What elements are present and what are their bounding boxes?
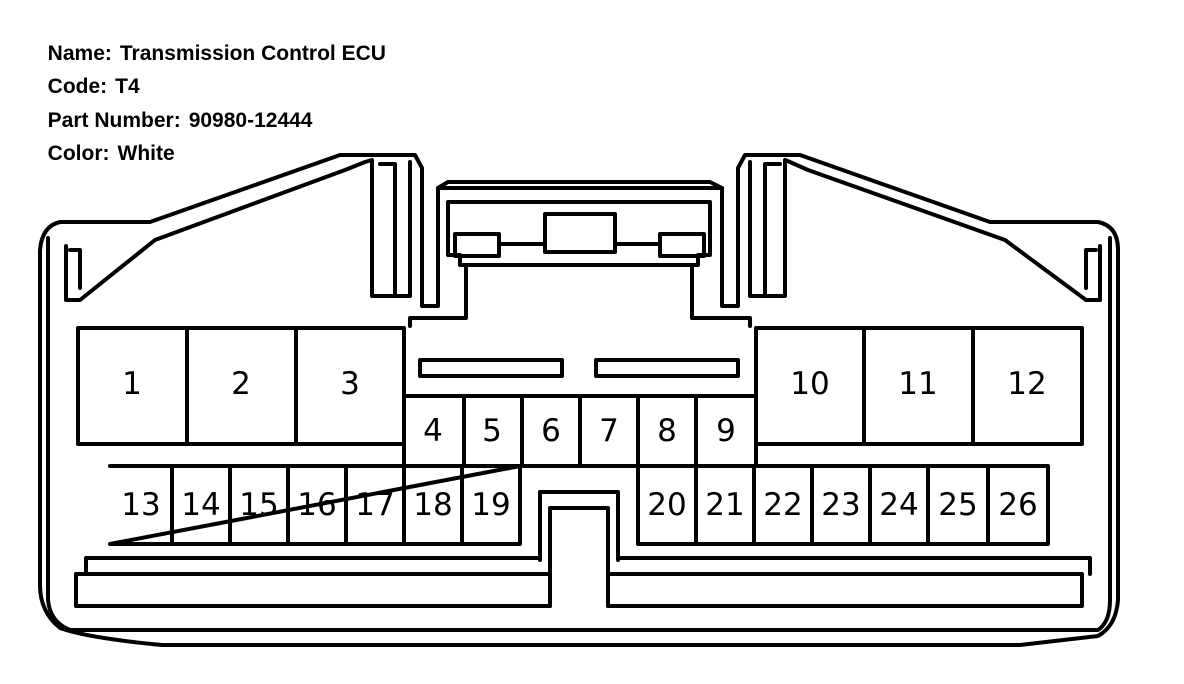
part-number-value: 90980-12444 <box>188 109 313 132</box>
lower-cavity-row-dividers <box>170 464 990 546</box>
code-value: T4 <box>115 75 140 98</box>
central-recess <box>408 266 752 328</box>
pin-label-2: 2 <box>231 366 251 402</box>
pin-label-14: 14 <box>181 487 220 523</box>
left-latch-inner <box>68 162 397 298</box>
top-lock-tab-left <box>453 232 501 258</box>
pin-label-17: 17 <box>355 487 394 523</box>
pin-label-11: 11 <box>898 366 937 402</box>
pin-label-23: 23 <box>821 487 860 523</box>
pin-label-22: 22 <box>763 487 802 523</box>
top-lock-tab-right <box>658 232 706 258</box>
connector-housing-inner <box>46 236 1112 632</box>
pin-label-8: 8 <box>657 413 677 449</box>
top-lock-tab-center <box>543 212 617 254</box>
pin-label-18: 18 <box>413 487 452 523</box>
left-latch <box>64 158 412 302</box>
small-cavity-row-upper-dividers <box>462 394 698 468</box>
pin-label-25: 25 <box>938 487 977 523</box>
pin-label-13: 13 <box>121 487 160 523</box>
color-value: White <box>117 142 175 165</box>
pin-label-16: 16 <box>297 487 336 523</box>
pin-label-20: 20 <box>647 487 686 523</box>
keying-slot-left <box>418 358 564 378</box>
large-cavity-dividers <box>185 326 975 446</box>
part-number-label: Part Number: <box>47 109 181 132</box>
center-key-slot <box>538 490 620 608</box>
pin-label-10: 10 <box>790 366 829 402</box>
lower-cavity-row <box>108 464 1050 546</box>
pin-label-3: 3 <box>340 366 360 402</box>
right-latch-inner <box>763 162 1098 298</box>
pin-label-15: 15 <box>239 487 278 523</box>
connector-code: Code: T4 <box>36 51 140 99</box>
color-label: Color: <box>47 142 110 165</box>
connector-housing-outline <box>38 153 1120 647</box>
pin-label-12: 12 <box>1007 366 1046 402</box>
connector-part-number: Part Number: 90980-12444 <box>36 85 313 133</box>
pin-label-26: 26 <box>998 487 1037 523</box>
keying-slot-right <box>594 358 740 378</box>
top-lock <box>436 180 724 267</box>
connector-color: Color: White <box>36 118 175 166</box>
pin-label-6: 6 <box>541 413 561 449</box>
right-latch <box>748 158 1102 302</box>
code-label: Code: <box>47 75 108 98</box>
large-cavity-left <box>76 326 406 446</box>
connector-name: Name: Transmission Control ECU <box>36 18 386 66</box>
pin-label-21: 21 <box>705 487 744 523</box>
pin-label-5: 5 <box>482 413 502 449</box>
pin-label-1: 1 <box>122 366 142 402</box>
large-cavity-right <box>754 326 1084 446</box>
pin-label-9: 9 <box>716 413 736 449</box>
pin-label-24: 24 <box>879 487 918 523</box>
pin-label-7: 7 <box>599 413 619 449</box>
pin-label-19: 19 <box>471 487 510 523</box>
name-value: Transmission Control ECU <box>119 42 386 65</box>
bottom-rail <box>74 556 1092 608</box>
pin-label-4: 4 <box>423 413 443 449</box>
name-label: Name: <box>47 42 112 65</box>
